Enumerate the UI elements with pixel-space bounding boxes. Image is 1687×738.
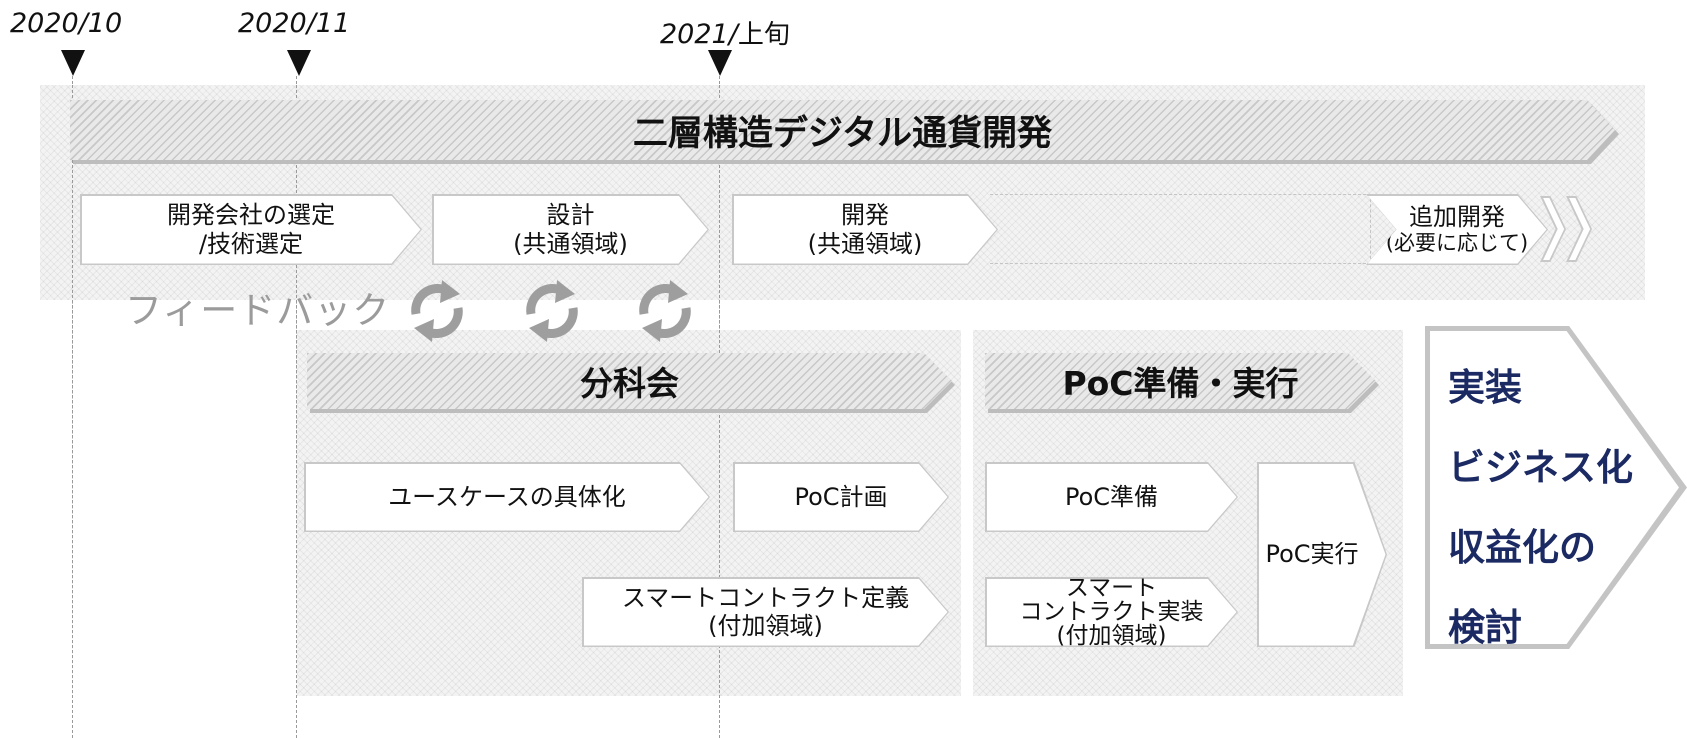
subcommittee-bar: 分科会 — [307, 353, 952, 409]
step-vendor-selection: 開発会社の選定 /技術選定 — [80, 194, 422, 265]
step-use-case: ユースケースの具体化 — [304, 462, 710, 532]
step-poc-plan: PoC計画 — [733, 462, 949, 532]
step-design: 設計 (共通領域) — [432, 194, 709, 265]
step-poc-preparation: PoC準備 — [985, 462, 1238, 532]
timeline-label-2020-11: 2020/11 — [238, 8, 351, 39]
development-extension — [990, 194, 1371, 264]
main-phase-bar: 二層構造デジタル通貨開発 — [70, 100, 1615, 160]
step-smart-contract-implementation: スマート コントラクト実装 (付加領域) — [985, 577, 1238, 647]
step-additional-development: 追加開発 (必要に応じて) — [1366, 194, 1548, 265]
step-smart-contract-definition: スマートコントラクト定義 (付加領域) — [582, 577, 949, 647]
cycle-arrows-icon — [526, 280, 578, 342]
timeline-label-2020-10: 2020/10 — [10, 8, 123, 39]
main-phase-title: 二層構造デジタル通貨開発 — [632, 113, 1053, 154]
poc-bar: PoC準備・実行 — [985, 353, 1376, 409]
poc-title: PoC準備・実行 — [1062, 364, 1299, 403]
timeline-line-2020-10-overlay — [72, 85, 73, 738]
implementation-line-2: ビジネス化 — [1448, 446, 1633, 489]
timeline-marker-2020-10 — [61, 50, 85, 76]
subcommittee-title: 分科会 — [580, 364, 679, 403]
implementation-line-4: 検討 — [1448, 606, 1522, 649]
cycle-arrows-icon — [639, 280, 691, 342]
timeline-marker-2021 — [708, 50, 732, 76]
feedback-label: フィードバック — [125, 289, 391, 332]
implementation-line-3: 収益化の — [1448, 526, 1596, 569]
timeline-label-2021: 2021/上旬 — [660, 19, 790, 50]
implementation-line-1: 実装 — [1448, 366, 1522, 409]
cycle-arrows-icon — [411, 280, 463, 342]
step-development: 開発 (共通領域) — [732, 194, 998, 265]
timeline-marker-2020-11 — [287, 50, 311, 76]
timeline-line-2020-11-overlay — [296, 85, 297, 738]
